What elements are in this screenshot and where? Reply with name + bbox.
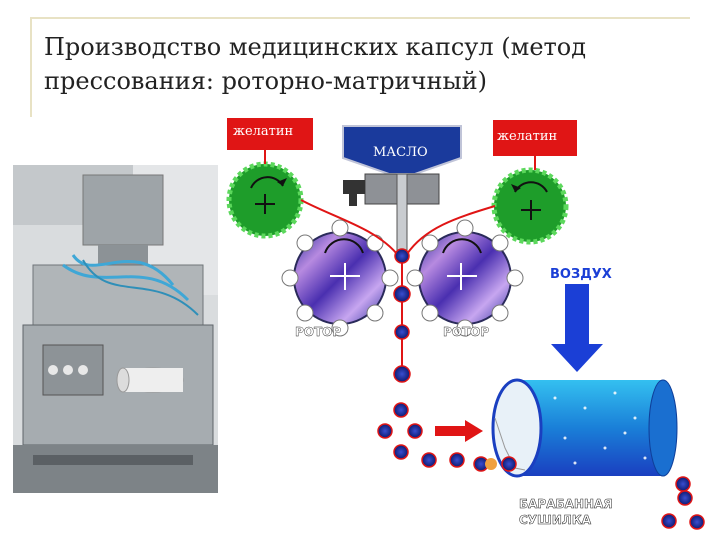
capsule-highlight <box>485 458 497 470</box>
gelatin-label-right: желатин <box>493 120 577 156</box>
gelatin-left-text: желатин <box>233 124 293 139</box>
rotor-right: РОТОР <box>407 220 523 339</box>
rotor-left-label: РОТОР <box>295 325 341 339</box>
gelatin-roller-right <box>494 170 566 242</box>
slide-frame-left <box>30 17 32 117</box>
slide-frame-top <box>30 17 690 19</box>
capsule-machine-photo <box>13 165 218 493</box>
rotor-right-label: РОТОР <box>443 325 489 339</box>
gelatin-label-left: желатин <box>227 118 313 150</box>
oil-hopper: МАСЛО <box>343 126 461 254</box>
rotor-left: РОТОР <box>282 220 398 339</box>
dryer-label-line2: СУШИЛКА <box>519 513 592 527</box>
gelatin-right-text: желатин <box>497 129 557 144</box>
slide-title: Производство медицинских капсул (метод п… <box>44 30 684 98</box>
capsule-process-diagram: желатин желатин МАСЛО <box>225 118 720 540</box>
air-label: ВОЗДУХ <box>550 267 612 282</box>
oil-label: МАСЛО <box>373 145 428 160</box>
dryer-label-line1: БАРАБАННАЯ <box>519 497 613 511</box>
drum-dryer: БАРАБАННАЯ СУШИЛКА <box>493 380 677 527</box>
gelatin-roller-left <box>229 164 301 236</box>
red-feed-arrow <box>435 420 483 442</box>
air-arrow <box>551 284 603 372</box>
